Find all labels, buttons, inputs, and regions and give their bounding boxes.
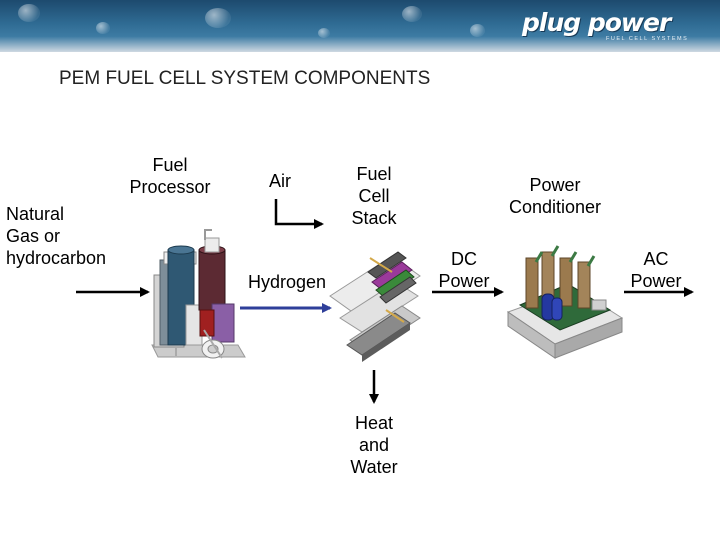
label-power-conditioner: Power Conditioner xyxy=(508,175,602,217)
header-banner: plug power FUEL CELL SYSTEMS xyxy=(0,0,720,52)
label-ac-power: AC Power xyxy=(630,249,682,291)
water-drop xyxy=(96,22,110,34)
air-arrow xyxy=(274,199,324,229)
label-heat-water: Heat and Water xyxy=(350,413,398,477)
label-fuel-processor: Fuel Processor xyxy=(129,155,211,197)
power-conditioner-illustration xyxy=(506,245,624,359)
fuel-cell-stack-illustration xyxy=(329,251,421,362)
slide-title: PEM FUEL CELL SYSTEM COMPONENTS xyxy=(59,68,431,89)
label-dc-power: DC Power xyxy=(438,249,490,291)
fuel-processor-illustration xyxy=(151,229,246,359)
water-drop xyxy=(318,28,330,38)
water-drop xyxy=(205,8,231,28)
label-hydrogen: Hydrogen xyxy=(247,272,327,292)
water-drop xyxy=(470,24,485,37)
logo-wordmark: plug power xyxy=(522,8,671,37)
water-drop xyxy=(402,6,422,22)
label-natural-gas: Natural Gas or hydrocarbon xyxy=(6,204,107,268)
label-fuel-cell-stack: Fuel Cell Stack xyxy=(351,164,397,228)
plug-power-logo: plug power FUEL CELL SYSTEMS xyxy=(522,10,692,46)
water-drop xyxy=(18,4,40,22)
label-air: Air xyxy=(269,171,291,191)
logo-tagline: FUEL CELL SYSTEMS xyxy=(606,36,689,42)
